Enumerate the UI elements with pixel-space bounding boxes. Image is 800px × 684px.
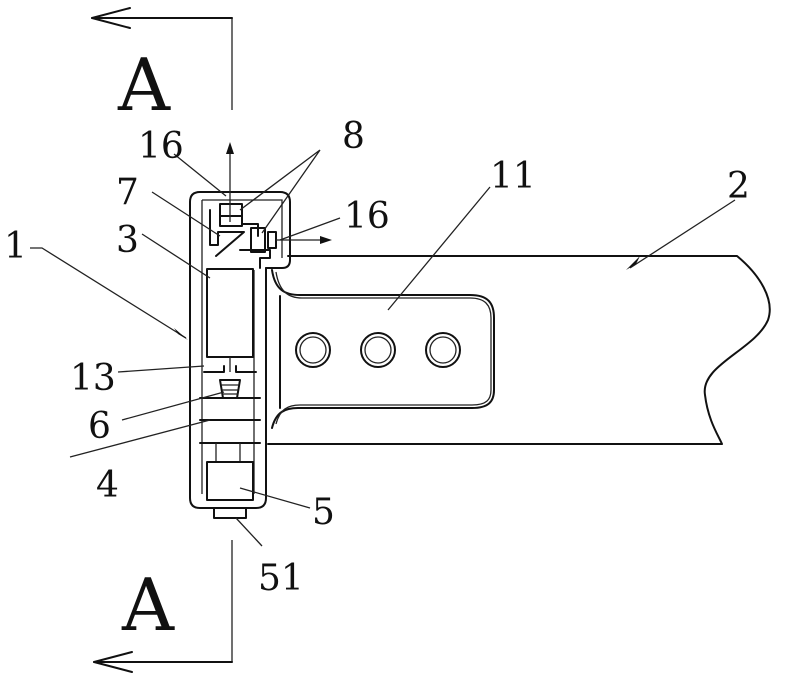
bolt-hole-inner xyxy=(429,336,457,364)
label-3: 3 xyxy=(116,220,139,261)
section-label-bottom: A xyxy=(121,563,175,647)
bolt-hole-inner xyxy=(299,336,327,364)
wedge xyxy=(209,209,245,257)
label-4: 4 xyxy=(96,465,119,506)
leader-1 xyxy=(30,247,187,339)
leader-2-arrow-icon xyxy=(626,256,640,270)
motor-mount xyxy=(215,443,241,462)
leader-16b xyxy=(279,217,341,241)
leader-13 xyxy=(117,365,205,373)
leader-1-arrow-icon xyxy=(174,328,188,340)
mounting-plate-outline xyxy=(271,269,495,429)
section-arrow-bottom-head-icon xyxy=(93,651,133,673)
leader-6 xyxy=(121,391,225,421)
arm-body xyxy=(265,255,771,446)
label-6: 6 xyxy=(88,406,111,447)
leader-lines xyxy=(30,149,736,547)
mounting-plate-inner xyxy=(275,271,492,425)
leader-2 xyxy=(629,199,736,269)
housing-outer xyxy=(189,191,291,509)
block xyxy=(206,268,254,358)
right-arrow-head-icon xyxy=(320,236,332,244)
lock-pin-top-lower xyxy=(219,215,243,227)
leader-3 xyxy=(141,233,211,279)
label-2: 2 xyxy=(727,166,750,207)
up-arrow-head-icon xyxy=(226,142,234,154)
label-1: 1 xyxy=(4,226,27,267)
lock-pin-right xyxy=(250,227,266,253)
label-5: 5 xyxy=(312,492,335,533)
spring xyxy=(219,379,241,399)
label-51: 51 xyxy=(258,558,304,599)
section-arrow-top-head-icon xyxy=(91,7,131,29)
bolt-hole-inner xyxy=(364,336,392,364)
shaft xyxy=(213,507,247,519)
section-label-top: A xyxy=(117,43,171,127)
bolt-hole xyxy=(360,332,396,368)
spring-coils xyxy=(221,384,239,395)
sensor-right xyxy=(267,231,277,249)
lock-pin-top xyxy=(219,203,243,217)
housing xyxy=(189,191,291,519)
leader-7 xyxy=(151,191,221,237)
leader-16a xyxy=(173,153,227,197)
arm-body-outline xyxy=(267,255,771,445)
label-7: 7 xyxy=(116,172,139,213)
bolt-holes xyxy=(295,332,461,368)
partition xyxy=(203,365,257,373)
linkage xyxy=(241,211,259,237)
leader-11 xyxy=(387,186,491,311)
leader-8 xyxy=(239,149,321,234)
lower-bracket xyxy=(239,249,271,269)
label-13: 13 xyxy=(70,358,116,399)
bolt-hole xyxy=(295,332,331,368)
label-16-top: 16 xyxy=(138,126,184,167)
leader-4 xyxy=(69,419,211,458)
section-line-a xyxy=(91,7,233,673)
label-8: 8 xyxy=(342,116,365,157)
leader-51 xyxy=(235,517,263,547)
leader-5 xyxy=(239,487,311,509)
motor xyxy=(206,461,254,501)
label-16-right: 16 xyxy=(344,196,390,237)
label-11: 11 xyxy=(490,156,536,197)
bolt-hole xyxy=(425,332,461,368)
